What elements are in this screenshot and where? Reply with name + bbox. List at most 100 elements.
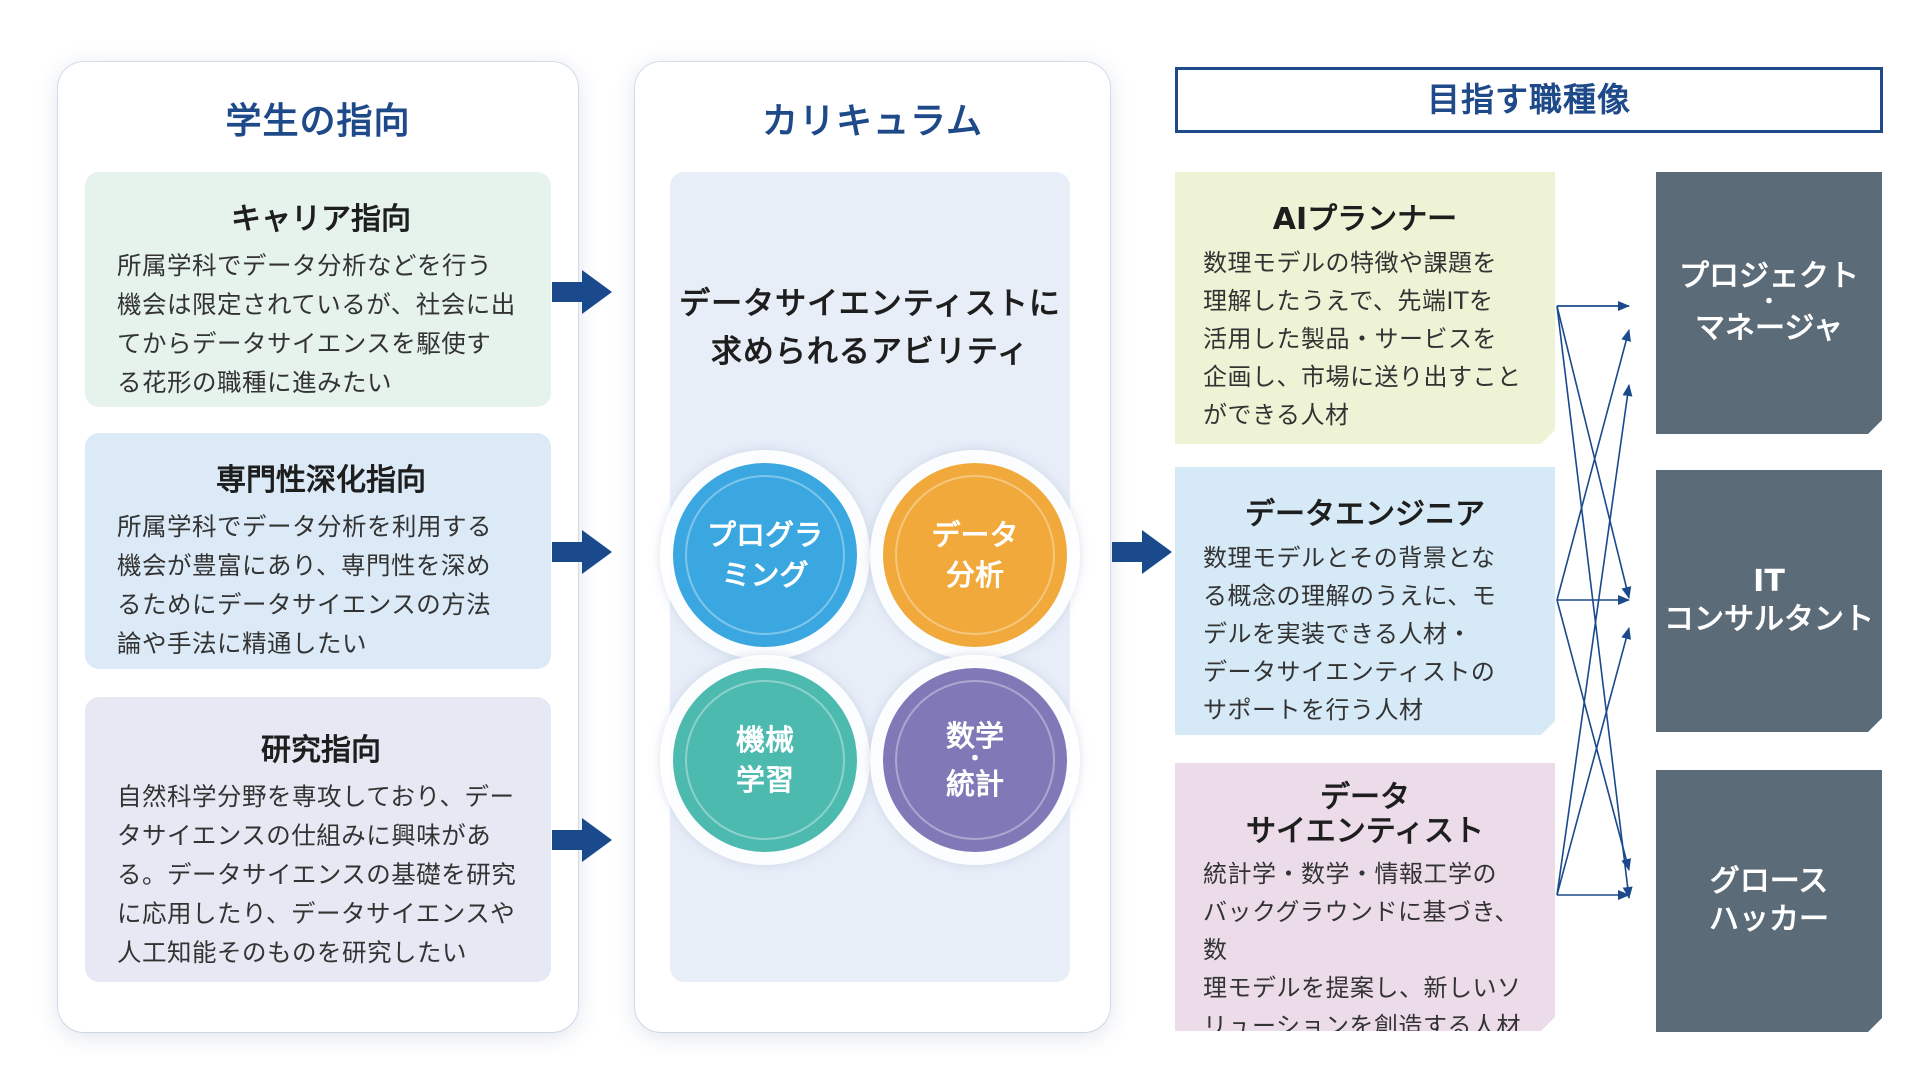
job-label: IT コンサルタント bbox=[1664, 563, 1874, 639]
connector-arrow bbox=[1556, 305, 1632, 599]
job-growth-hacker: グロース ハッカー bbox=[1656, 770, 1882, 1032]
arrow-right-icon bbox=[1112, 530, 1172, 574]
card-body: 自然科学分野を専攻しており、デー タサイエンスの仕組みに興味があ る。データサイ… bbox=[117, 777, 525, 972]
line: てからデータサイエンスを駆使す bbox=[117, 329, 492, 358]
line: 求められるアビリティ bbox=[710, 334, 1030, 370]
line: データサイエンティストの bbox=[1203, 658, 1496, 686]
line: 理モデルを提案し、新しいソ bbox=[1203, 974, 1522, 1002]
role-data-engineer: データエンジニア 数理モデルとその背景とな る概念の理解のうえに、モ デルを実装… bbox=[1175, 467, 1555, 735]
card-title: 研究指向 bbox=[261, 733, 381, 768]
connector-arrow bbox=[1556, 384, 1633, 896]
arrow-right-icon bbox=[552, 818, 612, 862]
line: バックグラウンドに基づき、数 bbox=[1203, 898, 1519, 964]
role-ai-planner: AIプランナー 数理モデルの特徴や課題を 理解したうえで、先端ITを 活用した製… bbox=[1175, 172, 1555, 444]
card-title: キャリア指向 bbox=[231, 202, 411, 237]
line: デルを実装できる人材・ bbox=[1203, 620, 1473, 648]
ring bbox=[895, 680, 1055, 840]
line: ができる人材 bbox=[1203, 401, 1350, 429]
role-title: データエンジニア bbox=[1203, 489, 1527, 533]
ability-label: プログラ ミング bbox=[707, 515, 823, 595]
connector-arrow bbox=[1556, 305, 1633, 899]
line: データ bbox=[931, 518, 1019, 552]
connector-arrow bbox=[1556, 329, 1631, 601]
role-title: データ サイエンティスト bbox=[1203, 781, 1527, 849]
ability-label: 数学 ・ 統計 bbox=[946, 719, 1004, 801]
line: プロジェクト bbox=[1679, 259, 1859, 294]
ring bbox=[685, 475, 845, 635]
ring bbox=[685, 680, 845, 840]
connector-arrow bbox=[1556, 627, 1631, 896]
line: ミング bbox=[721, 558, 809, 592]
line: 学習 bbox=[735, 763, 794, 797]
line: サイエンティスト bbox=[1246, 814, 1484, 849]
line: 所属学科でデータ分析を利用する bbox=[117, 512, 492, 541]
line: 理解したうえで、先端ITを bbox=[1203, 287, 1494, 315]
arrow-right-icon bbox=[552, 530, 612, 574]
line: プログラ bbox=[706, 518, 823, 552]
ring bbox=[895, 475, 1055, 635]
ability-data-analysis: データ 分析 bbox=[870, 450, 1080, 660]
line: データ bbox=[1320, 780, 1410, 815]
circle: 数学 ・ 統計 bbox=[883, 668, 1067, 852]
student-card-career: キャリア指向 所属学科でデータ分析などを行う 機会は限定されているが、社会に出 … bbox=[85, 172, 551, 407]
line: 機会は限定されているが、社会に出 bbox=[117, 290, 516, 319]
ability-label: 機械 学習 bbox=[736, 720, 794, 800]
card-body: 所属学科でデータ分析などを行う 機会は限定されているが、社会に出 てからデータサ… bbox=[117, 246, 525, 402]
line: る花形の職種に進みたい bbox=[117, 368, 392, 397]
line: ・ bbox=[963, 747, 986, 772]
line: 機械 bbox=[735, 723, 794, 757]
line: AIプランナー bbox=[1272, 202, 1458, 237]
ability-programming: プログラ ミング bbox=[660, 450, 870, 660]
line: ハッカー bbox=[1709, 902, 1829, 937]
line: タサイエンスの仕組みに興味があ bbox=[117, 821, 492, 850]
line: グロース bbox=[1709, 864, 1829, 899]
line: に応用したり、データサイエンスや bbox=[117, 899, 516, 928]
arrow-right-icon bbox=[552, 270, 612, 314]
line: 論や手法に精通したい bbox=[117, 629, 367, 658]
curriculum-heading: データサイエンティストに 求められるアビリティ bbox=[670, 280, 1070, 376]
line: データサイエンティストに bbox=[679, 286, 1061, 322]
line: 数理モデルとその背景とな bbox=[1203, 544, 1496, 572]
line: マネージャ bbox=[1695, 311, 1843, 346]
card-title: 専門性深化指向 bbox=[216, 463, 426, 498]
role-data-scientist: データ サイエンティスト 統計学・数学・情報工学の バックグラウンドに基づき、数… bbox=[1175, 763, 1555, 1031]
goals-title: 目指す職種像 bbox=[1175, 67, 1883, 133]
line: 自然科学分野を専攻しており、デー bbox=[117, 782, 515, 811]
line: る。データサイエンスの基礎を研究 bbox=[117, 860, 517, 889]
connector-arrow bbox=[1556, 599, 1631, 871]
circle: プログラ ミング bbox=[673, 463, 857, 647]
student-card-research: 研究指向 自然科学分野を専攻しており、デー タサイエンスの仕組みに興味があ る。… bbox=[85, 697, 551, 982]
student-card-specialist: 専門性深化指向 所属学科でデータ分析を利用する 機会が豊富にあり、専門性を深め … bbox=[85, 433, 551, 669]
line: 所属学科でデータ分析などを行う bbox=[117, 251, 492, 280]
line: 活用した製品・サービスを bbox=[1203, 325, 1497, 353]
line: ・ bbox=[1757, 290, 1780, 315]
circle: 機械 学習 bbox=[673, 668, 857, 852]
line: 分析 bbox=[945, 558, 1004, 592]
line: 機会が豊富にあり、専門性を深め bbox=[117, 551, 492, 580]
line: データエンジニア bbox=[1245, 497, 1485, 532]
role-body: 数理モデルの特徴や課題を 理解したうえで、先端ITを 活用した製品・サービスを … bbox=[1203, 244, 1527, 434]
line: コンサルタント bbox=[1664, 602, 1874, 637]
students-title: 学生の指向 bbox=[225, 101, 411, 142]
ability-label: データ 分析 bbox=[931, 515, 1018, 595]
line: IT bbox=[1753, 564, 1785, 599]
line: サポートを行う人材 bbox=[1203, 696, 1424, 724]
line: 数理モデルの特徴や課題を bbox=[1203, 249, 1497, 277]
job-label: グロース ハッカー bbox=[1709, 863, 1829, 939]
job-it-consultant: IT コンサルタント bbox=[1656, 470, 1882, 732]
line: 企画し、市場に送り出すこと bbox=[1203, 363, 1522, 391]
line: るためにデータサイエンスの方法 bbox=[117, 590, 492, 619]
line: 数学 bbox=[945, 719, 1004, 753]
job-project-manager: プロジェクト ・ マネージャ bbox=[1656, 172, 1882, 434]
role-title: AIプランナー bbox=[1203, 194, 1527, 238]
role-body: 数理モデルとその背景とな る概念の理解のうえに、モ デルを実装できる人材・ デー… bbox=[1203, 539, 1527, 729]
ability-math-statistics: 数学 ・ 統計 bbox=[870, 655, 1080, 865]
line: る概念の理解のうえに、モ bbox=[1203, 582, 1497, 610]
line: 人工知能そのものを研究したい bbox=[117, 938, 467, 967]
ability-machine-learning: 機械 学習 bbox=[660, 655, 870, 865]
circle: データ 分析 bbox=[883, 463, 1067, 647]
card-body: 所属学科でデータ分析を利用する 機会が豊富にあり、専門性を深め るためにデータサ… bbox=[117, 507, 525, 663]
line: 統計学・数学・情報工学の bbox=[1203, 860, 1497, 888]
line: 統計 bbox=[945, 767, 1004, 801]
